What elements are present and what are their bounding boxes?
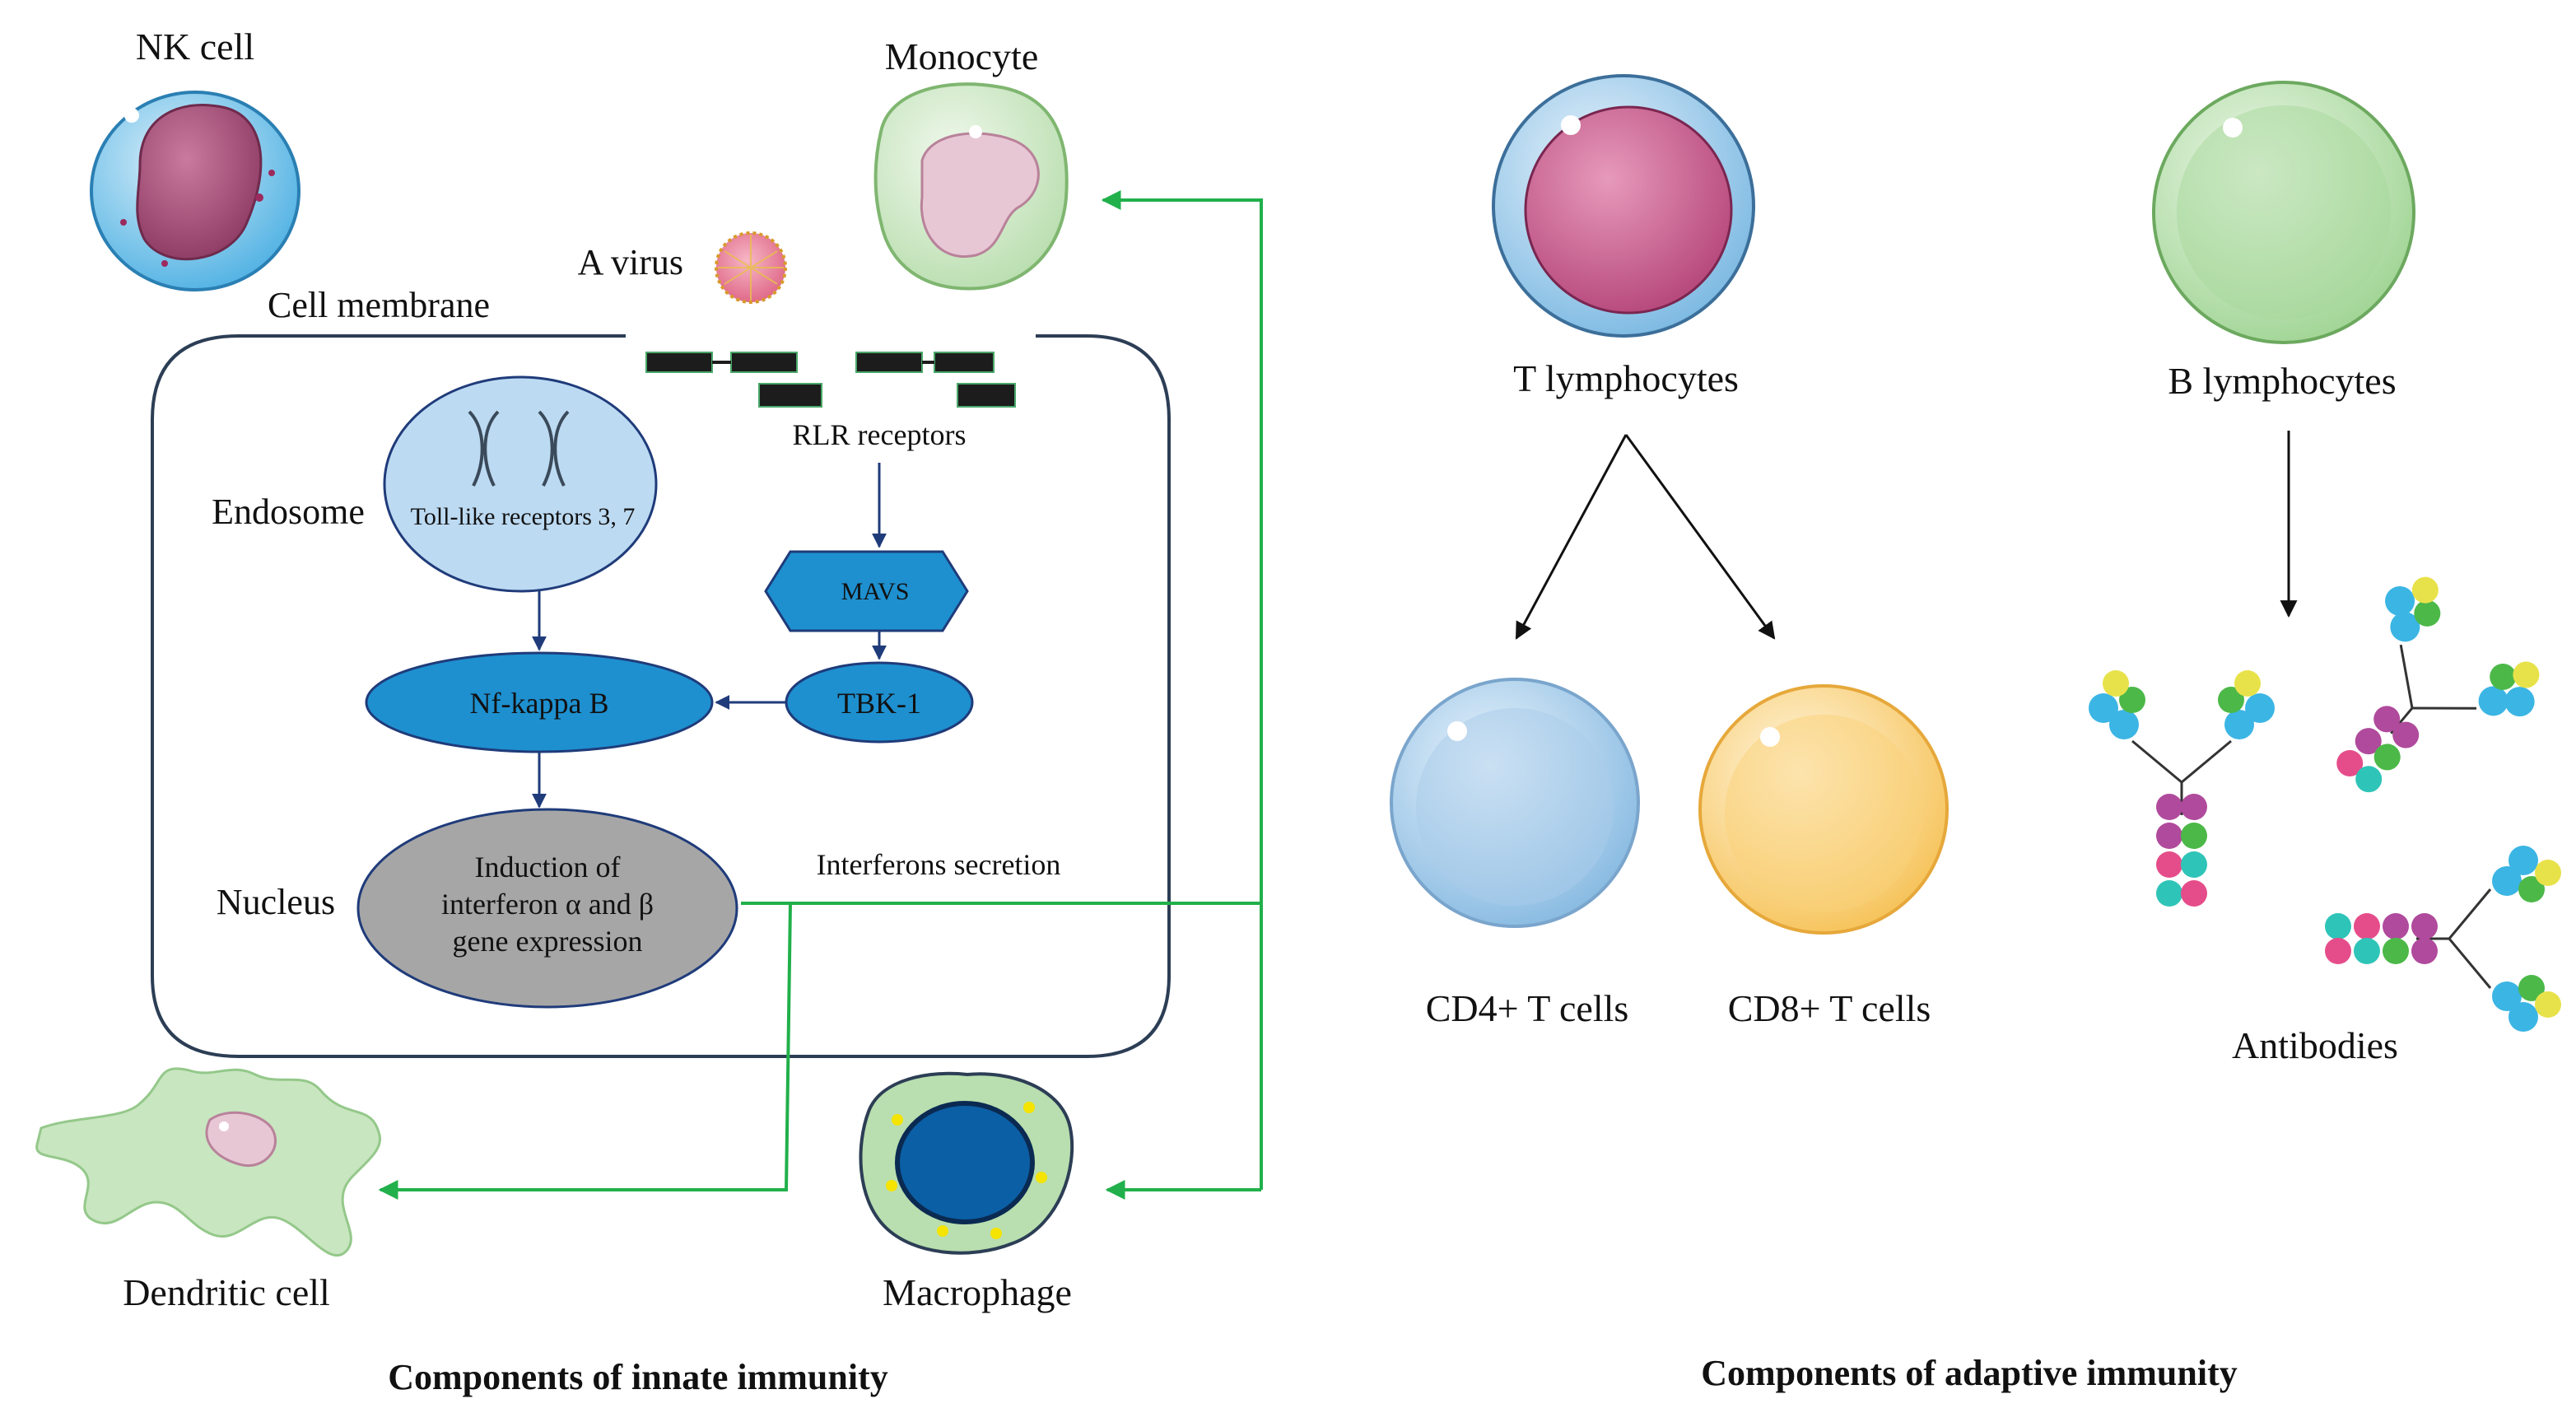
antibodies-label: Antibodies [2232, 1024, 2398, 1066]
b-lymphocyte-cell [2152, 81, 2415, 344]
mavs-label: MAVS [841, 578, 910, 605]
endosome [383, 375, 658, 593]
antibody-icon-2 [2336, 576, 2540, 793]
adaptive-arrows [1515, 431, 2298, 640]
virus-particle [715, 231, 787, 304]
antibody-icon-1 [2089, 670, 2275, 907]
induction-line-3: gene expression [453, 925, 643, 958]
nucleus [356, 808, 738, 1009]
nucleus-label: Nucleus [217, 882, 335, 922]
cd8-t-cell [1698, 684, 1949, 935]
nk-cell-label: NK cell [136, 26, 254, 68]
b-lymph-label: B lymphocytes [2168, 360, 2396, 402]
monocyte-label: Monocyte [885, 35, 1039, 77]
secretion-label: Interferons secretion [817, 848, 1061, 881]
cell-membrane-label: Cell membrane [268, 285, 490, 325]
adaptive-caption: Components of adaptive immunity [1701, 1353, 2238, 1393]
secretion-arrows [378, 190, 1263, 1200]
cd8-label: CD8+ T cells [1728, 987, 1931, 1029]
macrophage-cell [859, 1071, 1074, 1255]
cd4-t-cell [1390, 678, 1640, 928]
induction-line-2: interferon α and β [441, 888, 654, 921]
virus-label: A virus [578, 242, 683, 282]
nk-cell [90, 91, 300, 291]
monocyte-cell [873, 82, 1069, 291]
cell-membrane [151, 334, 1171, 1058]
dendritic-label: Dendritic cell [123, 1271, 330, 1313]
macrophage-label: Macrophage [883, 1271, 1072, 1313]
induction-line-1: Induction of [475, 851, 621, 884]
pathway-arrows [532, 463, 887, 809]
arrow-to-dendritic [378, 902, 792, 1200]
tlr-label: Toll-like receptors 3, 7 [411, 503, 636, 530]
arrow-to-monocyte [1101, 190, 1263, 1190]
mavs-box [764, 550, 969, 632]
t-lymphocyte-cell [1492, 74, 1755, 338]
nfkb-label: Nf-kappa B [470, 687, 609, 720]
endosome-label: Endosome [212, 492, 365, 532]
t-lymph-label: T lymphocytes [1513, 357, 1739, 399]
arrow-t-to-cd8 [1624, 434, 1776, 640]
antibody-icon-3 [2325, 846, 2561, 1032]
arrow-t-to-cd4 [1515, 434, 1628, 640]
rlr-receptor-right [855, 352, 1016, 408]
innate-caption: Components of innate immunity [388, 1357, 888, 1397]
cd4-label: CD4+ T cells [1426, 987, 1629, 1029]
dendritic-cell [35, 1067, 382, 1257]
rlr-label: RLR receptors [793, 418, 967, 451]
tlr-receptor-icon [468, 410, 570, 487]
tbk1-label: TBK-1 [837, 687, 921, 720]
rlr-receptor-left [645, 352, 822, 408]
